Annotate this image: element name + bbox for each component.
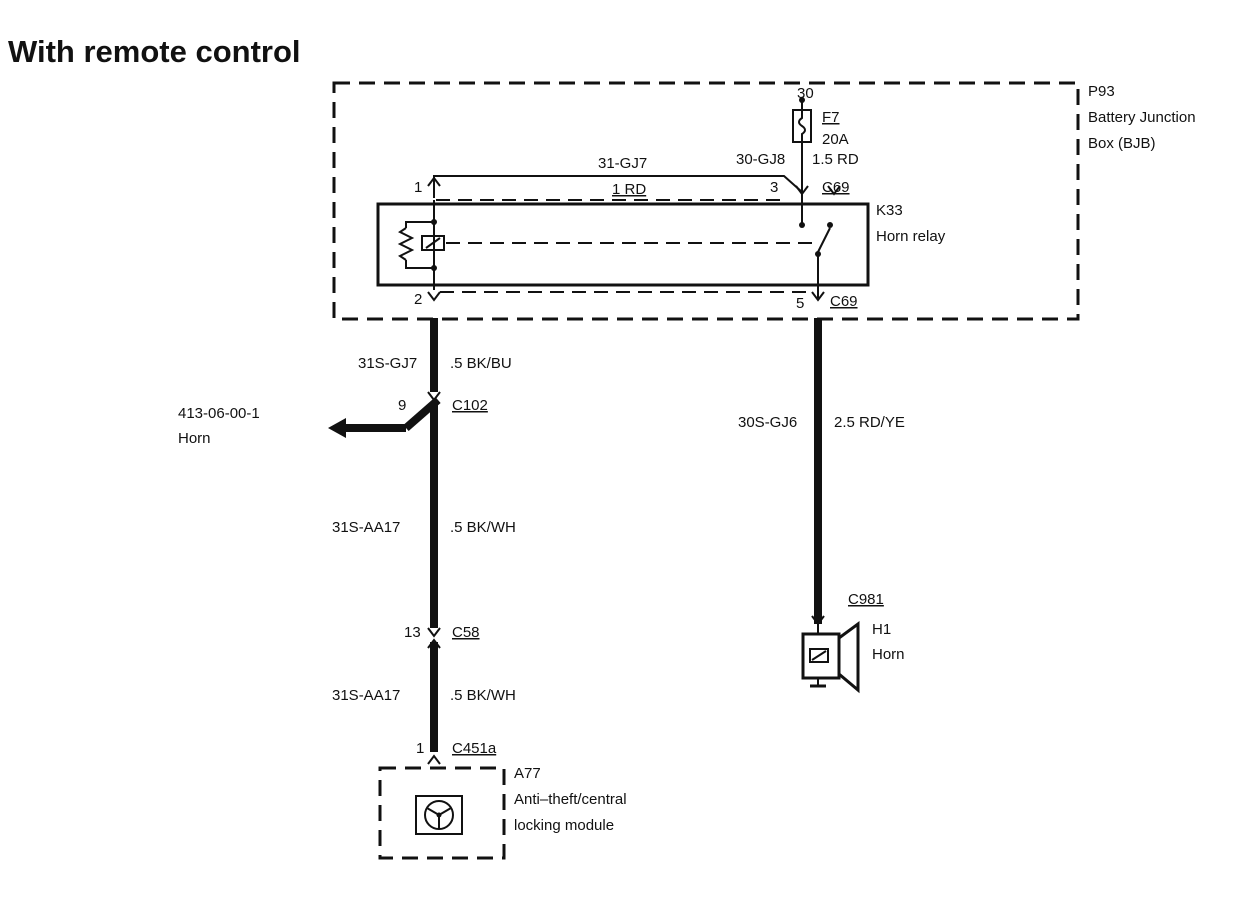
reference-name: Horn [178, 430, 211, 447]
relay-switch [815, 222, 833, 298]
relay-connector-bottom: C69 [830, 293, 858, 310]
bjb-name-line1: Battery Junction [1088, 109, 1196, 126]
fuse-wire-code: 30-GJ8 [736, 151, 785, 168]
relay-k33-box [376, 202, 870, 287]
horn-name: Horn [872, 646, 905, 663]
module-name-line2: locking module [514, 817, 614, 834]
relay-pin1: 1 [414, 179, 422, 196]
horn-id: H1 [872, 621, 891, 638]
wire-w1-code: 31S-GJ7 [358, 355, 417, 372]
relay-pin3: 3 [770, 179, 778, 196]
c451a-pin: 1 [416, 740, 424, 757]
wire-w3-code: 31S-AA17 [332, 687, 400, 704]
wire-w3-spec: .5 BK/WH [450, 687, 516, 704]
c451a-label: C451a [452, 740, 497, 757]
top-wire-spec: 1 RD [612, 181, 646, 198]
bjb-id: P93 [1088, 83, 1115, 100]
c102-pin: 9 [398, 397, 406, 414]
bjb-outline [332, 81, 1080, 321]
c981-label: C981 [848, 591, 884, 608]
wire-w1-spec: .5 BK/BU [450, 355, 512, 372]
wire-w4-code: 30S-GJ6 [738, 414, 797, 431]
wire-w4-spec: 2.5 RD/YE [834, 414, 905, 431]
relay-id: K33 [876, 202, 903, 219]
c58-pin: 13 [404, 624, 421, 641]
fuse-rating: 20A [822, 131, 849, 148]
wire-w2-spec: .5 BK/WH [450, 519, 516, 536]
fuse-id: F7 [822, 109, 840, 126]
bjb-name-line2: Box (BJB) [1088, 135, 1156, 152]
reference-page: 413-06-00-1 [178, 405, 260, 422]
relay-connector-top: C69 [822, 179, 850, 196]
fuse-terminal-label: 30 [797, 85, 814, 102]
horn-h1-symbol [801, 621, 860, 694]
connector-c102 [328, 391, 441, 438]
relay-pin2: 2 [414, 291, 422, 308]
fuse-f7 [792, 97, 812, 228]
relay-pin5: 5 [796, 295, 804, 312]
relay-coil [397, 200, 814, 290]
top-wire-code: 31-GJ7 [598, 155, 647, 172]
module-id: A77 [514, 765, 541, 782]
fuse-wire-spec: 1.5 RD [812, 151, 859, 168]
wire-w2-code: 31S-AA17 [332, 519, 400, 536]
c58-label: C58 [452, 624, 480, 641]
relay-bottom-connector [427, 291, 825, 302]
diagram-title: With remote control [8, 34, 301, 69]
c102-label: C102 [452, 397, 488, 414]
relay-name: Horn relay [876, 228, 946, 245]
module-name-line1: Anti–theft/central [514, 791, 627, 808]
connector-c451a [427, 754, 441, 765]
top-wire [427, 175, 841, 201]
module-a77-outline [378, 766, 506, 860]
module-steering-wheel-icon [415, 795, 463, 835]
